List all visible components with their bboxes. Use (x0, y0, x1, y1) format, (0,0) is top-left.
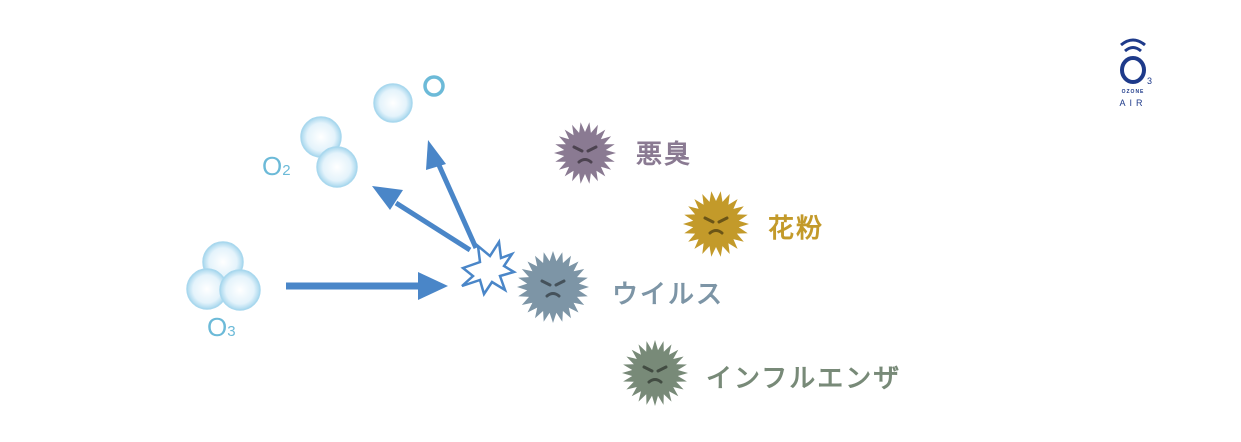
germ-eye (656, 365, 668, 373)
germ-mouth (647, 378, 663, 384)
germ-icon (683, 191, 749, 257)
arrow-o2-out (394, 200, 472, 253)
germ-icon (554, 122, 616, 184)
pollen-label: 花粉 (768, 214, 825, 244)
arrow-o2-out-head (372, 186, 403, 210)
logo-subscript: 3 (1147, 76, 1152, 86)
germ-mouth (708, 229, 724, 235)
germ-mouth (577, 158, 593, 164)
arrow-incoming-head (418, 272, 448, 300)
germ-body (554, 122, 616, 184)
germ-icon (517, 251, 589, 323)
arrow-o-out-head (426, 140, 446, 170)
oxygen-atom (373, 75, 445, 123)
arrow-o-out (435, 161, 479, 250)
germ-eye (703, 216, 715, 224)
logo-brand-bottom: AIR (1119, 98, 1147, 108)
germ-eye (572, 145, 584, 153)
germ-eye (642, 365, 654, 373)
germ-eye (540, 279, 552, 287)
germ-body (622, 340, 688, 406)
reaction-arrows (286, 140, 479, 300)
o2-label: O2 (262, 151, 291, 181)
germ-eye (554, 279, 566, 287)
germ-eye (717, 216, 729, 224)
ozone-molecule (186, 241, 261, 311)
o3-label: O3 (207, 312, 236, 342)
oxygen-molecule (300, 116, 358, 188)
germ-body (683, 191, 749, 257)
wifi-signal-icon: 3 (1120, 38, 1152, 86)
germ-body (517, 251, 589, 323)
germ-icon (622, 340, 688, 406)
logo-brand-top: OZONE (1121, 89, 1145, 95)
germ-eye (586, 145, 598, 153)
virus-label: ウイルス (612, 280, 725, 310)
odor-label: 悪臭 (636, 140, 693, 170)
ozone-air-logo: 3 OZONE AIR (1108, 32, 1158, 112)
influenza-label: インフルエンザ (706, 364, 902, 394)
collision-burst-icon (460, 238, 518, 297)
germ-mouth (545, 292, 561, 298)
